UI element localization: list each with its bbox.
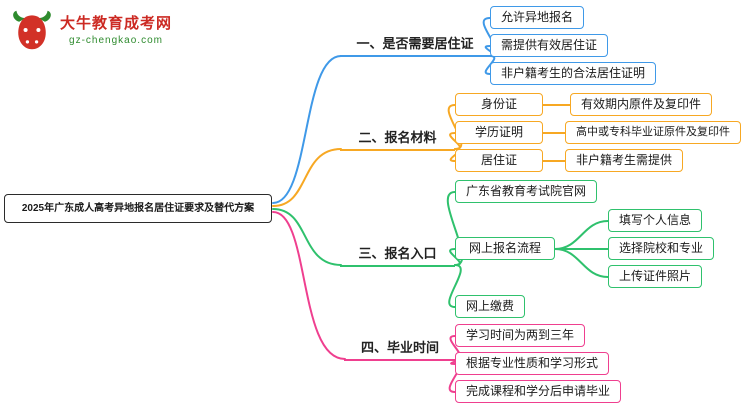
leaf-node: 允许异地报名 [490,6,585,29]
site-logo: 大牛教育成考网 gz-chengkao.com [10,8,172,52]
leaf-node: 上传证件照片 [608,265,703,288]
leaf-node: 身份证 [455,93,543,116]
branch-1-label: 一、是否需要居住证 [340,36,490,57]
logo-text: 大牛教育成考网 gz-chengkao.com [60,14,172,47]
logo-title: 大牛教育成考网 [60,14,173,32]
leaf-node: 完成课程和学分后申请毕业 [455,380,622,403]
bull-logo-icon [13,10,51,50]
leaf-node: 有效期内原件及复印件 [570,93,713,116]
leaf-node: 网上报名流程 [455,237,555,260]
branch-3-label: 三、报名入口 [340,246,455,267]
branch-4-label: 四、毕业时间 [344,340,456,361]
leaf-node: 网上缴费 [455,295,526,318]
leaf-node: 广东省教育考试院官网 [455,180,598,203]
central-topic: 2025年广东成人高考异地报名居住证要求及替代方案 [4,194,272,223]
leaf-node: 需提供有效居住证 [490,34,609,57]
logo-subtitle: gz-chengkao.com [69,34,163,46]
leaf-node: 高中或专科毕业证原件及复印件 [565,121,741,144]
branch-4-connectors [272,211,463,393]
branch-2-label: 二、报名材料 [340,130,455,151]
leaf-node: 学习时间为两到三年 [455,324,586,347]
leaf-node: 非户籍考生的合法居住证明 [490,62,657,85]
leaf-node: 选择院校和专业 [608,237,715,260]
leaf-node: 填写个人信息 [608,209,703,232]
leaf-node: 居住证 [455,149,543,172]
leaf-node: 根据专业性质和学习形式 [455,352,610,375]
leaf-node: 学历证明 [455,121,543,144]
leaf-node: 非户籍考生需提供 [565,149,684,172]
